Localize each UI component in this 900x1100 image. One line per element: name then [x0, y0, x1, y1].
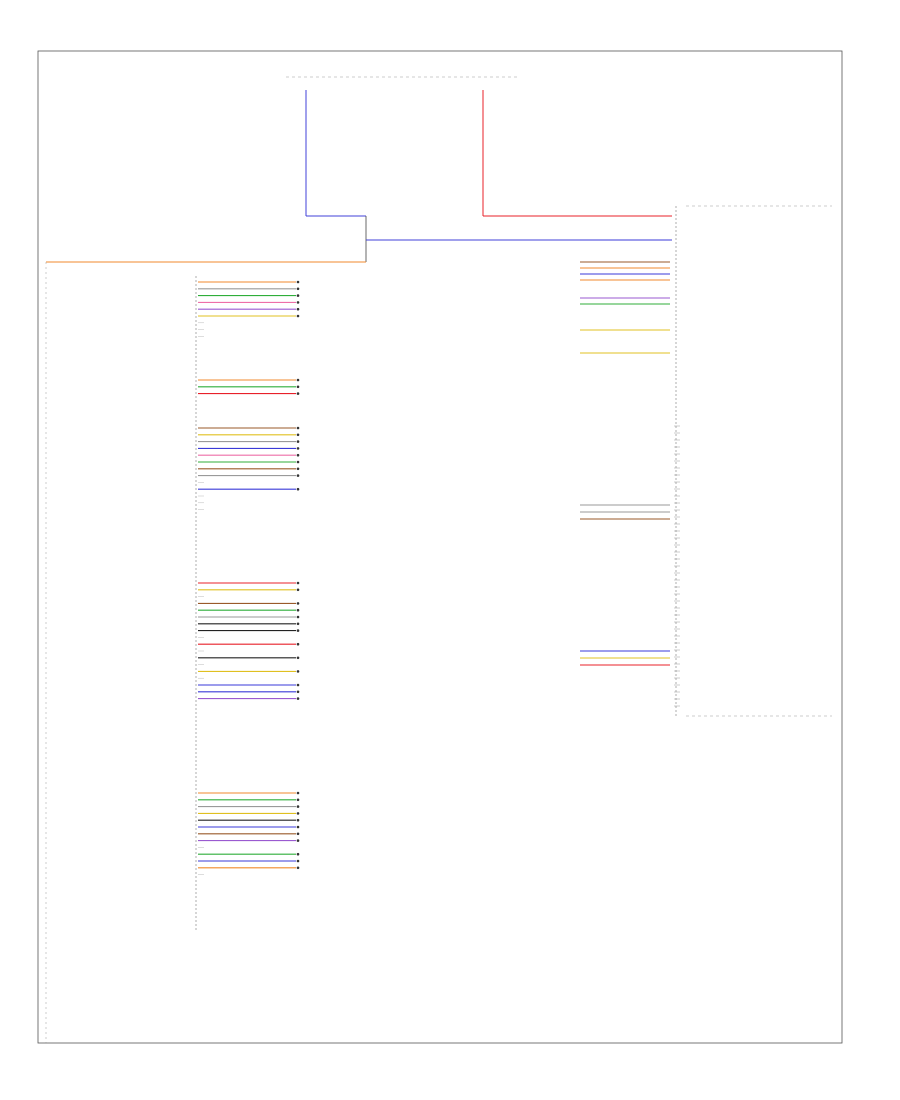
left-connector-row — [198, 588, 300, 592]
left-connector-row — [198, 314, 300, 318]
right-lower-connector-rows — [580, 504, 670, 666]
left-connector-row — [198, 798, 300, 802]
terminal-dot — [296, 791, 300, 795]
terminal-dot — [296, 474, 300, 477]
terminal-dot — [296, 307, 300, 311]
right-connector-pin-ticks — [674, 425, 680, 707]
terminal-dot — [296, 825, 300, 829]
left-connector-row — [198, 859, 300, 863]
terminal-dot — [296, 440, 300, 443]
left-connector-rows — [198, 280, 300, 875]
terminal-dot — [296, 287, 300, 291]
terminal-dot — [296, 839, 300, 842]
left-connector-row — [198, 474, 300, 477]
terminal-dot — [296, 426, 300, 430]
left-connector-row — [198, 433, 300, 437]
right-upper-connector-rows — [580, 215, 670, 354]
terminal-dot — [296, 622, 300, 626]
terminal-dot — [296, 378, 300, 382]
left-connector-group — [198, 426, 300, 510]
terminal-dot — [296, 467, 300, 471]
left-connector-row — [198, 426, 300, 430]
terminal-dot — [296, 629, 300, 632]
left-connector-row — [198, 818, 300, 822]
left-connector-row — [198, 392, 300, 395]
left-connector-row — [198, 852, 300, 856]
diagram-frame — [37, 50, 843, 1044]
terminal-dot — [296, 690, 300, 694]
left-connector-row — [198, 697, 300, 700]
left-connector-row — [198, 280, 300, 284]
left-connector-row — [198, 805, 300, 808]
left-connector-group — [198, 280, 300, 337]
left-connector-row — [198, 487, 300, 491]
left-connector-row — [198, 615, 300, 619]
terminal-dot — [296, 798, 300, 802]
terminal-dot — [296, 392, 300, 395]
terminal-dot — [296, 294, 300, 297]
left-connector-row — [198, 791, 300, 795]
terminal-dot — [296, 602, 300, 605]
left-connector-row — [198, 467, 300, 471]
terminal-dot — [296, 615, 300, 619]
left-connector-row — [198, 581, 300, 585]
left-connector-row — [198, 447, 300, 450]
terminal-dot — [296, 453, 300, 457]
left-connector-row — [198, 287, 300, 291]
terminal-dot — [296, 433, 300, 437]
left-connector-row — [198, 812, 300, 815]
terminal-dot — [296, 859, 300, 863]
left-connector-group — [198, 581, 300, 700]
terminal-dot — [296, 588, 300, 592]
left-connector-row — [198, 307, 300, 311]
left-connector-row — [198, 301, 300, 304]
left-connector-row — [198, 832, 300, 836]
left-connector-row — [198, 642, 300, 646]
left-connector-row — [198, 602, 300, 605]
left-connector-row — [198, 608, 300, 612]
terminal-dot — [296, 581, 300, 585]
left-connector-row — [198, 622, 300, 626]
terminal-dot — [296, 280, 300, 284]
left-connector-row — [198, 440, 300, 443]
left-connector-row — [198, 683, 300, 687]
left-connector-row — [198, 839, 300, 842]
left-connector-row — [198, 656, 300, 660]
terminal-dot — [296, 683, 300, 687]
left-connector-row — [198, 385, 300, 389]
terminal-dot — [296, 805, 300, 808]
left-connector-row — [198, 825, 300, 829]
terminal-dot — [296, 697, 300, 700]
left-connector-row — [198, 629, 300, 632]
terminal-dot — [296, 385, 300, 389]
terminal-dot — [296, 832, 300, 836]
terminal-dot — [296, 852, 300, 856]
terminal-dot — [296, 866, 300, 870]
left-connector-row — [198, 378, 300, 382]
left-connector-row — [198, 670, 300, 673]
left-connector-row — [198, 460, 300, 464]
terminal-dot — [296, 447, 300, 450]
left-connector-row — [198, 294, 300, 297]
left-connector-row — [198, 453, 300, 457]
terminal-dot — [296, 487, 300, 491]
left-connector-group — [198, 791, 300, 875]
terminal-dot — [296, 818, 300, 822]
terminal-dot — [296, 670, 300, 673]
terminal-dot — [296, 608, 300, 612]
terminal-dot — [296, 460, 300, 464]
terminal-dot — [296, 812, 300, 815]
left-connector-row — [198, 866, 300, 870]
left-connector-row — [198, 690, 300, 694]
terminal-dot — [296, 301, 300, 304]
terminal-dot — [296, 656, 300, 660]
terminal-dot — [296, 314, 300, 318]
left-connector-group — [198, 378, 300, 395]
terminal-dot — [296, 642, 300, 646]
